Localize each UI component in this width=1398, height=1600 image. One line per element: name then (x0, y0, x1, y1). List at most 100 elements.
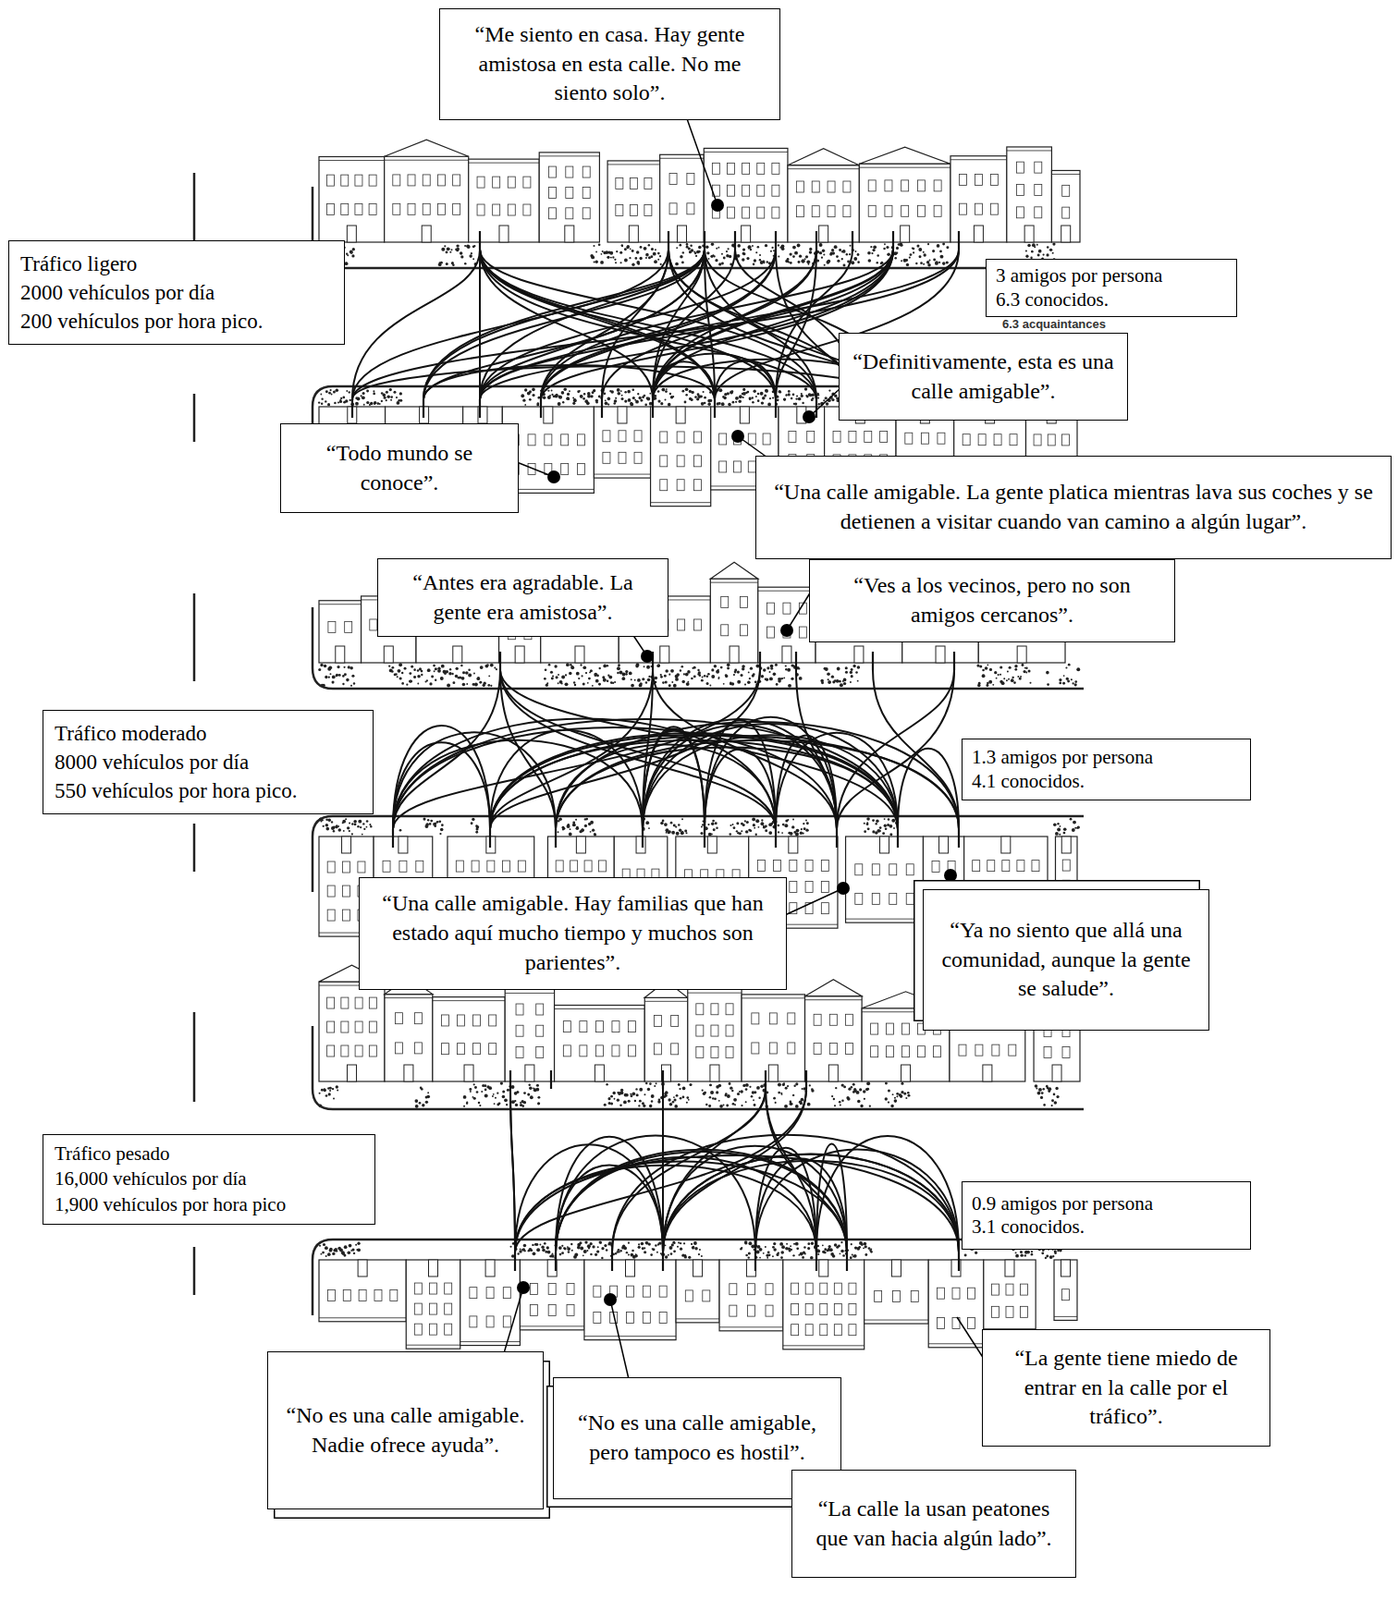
house-window (742, 162, 750, 174)
hedge-dot (485, 664, 490, 669)
house-window (660, 455, 668, 467)
hedge-dot (363, 828, 366, 831)
hedge-dot (749, 666, 753, 670)
hedge-dot (344, 261, 349, 266)
hedge-dot (401, 682, 405, 686)
hedge-dot (919, 255, 922, 258)
house-door (676, 225, 687, 243)
hedge-dot (572, 823, 577, 828)
house-window (772, 207, 780, 219)
hedge-dot (663, 822, 668, 827)
hedge-dot (893, 827, 896, 830)
hedge-dot (493, 666, 496, 669)
hedge-dot (872, 245, 877, 249)
hedge-dot (335, 389, 340, 393)
house-facade (1006, 147, 1053, 243)
house-window (871, 864, 880, 876)
hedge-dot (624, 258, 628, 263)
hedge-dot (645, 253, 650, 258)
house-window (414, 1283, 422, 1295)
house-window (390, 1289, 398, 1301)
house-window (327, 885, 335, 897)
hedge-dot (1053, 822, 1057, 827)
house-window (441, 1015, 449, 1027)
house-facade (805, 996, 863, 1082)
hedge-dot (1052, 242, 1055, 246)
hedge-dot (827, 678, 830, 681)
hedge-dot (878, 830, 881, 833)
hedge-dot (331, 821, 333, 823)
house-window (602, 430, 611, 442)
hedge-dot (361, 833, 364, 836)
hedge-dot (919, 261, 923, 265)
house-window (341, 1045, 349, 1057)
house-cornice (1051, 173, 1080, 175)
hedge-dot (903, 258, 908, 263)
hedge-dot (855, 671, 859, 675)
hedge-dot (794, 251, 798, 256)
hedge-dot (832, 680, 835, 684)
hedge-dot (883, 824, 887, 828)
house-window (565, 208, 574, 220)
hedge-dot (667, 832, 671, 835)
hedge-dot (425, 822, 430, 827)
hedge-dot (761, 396, 766, 401)
hedge-dot (1056, 828, 1061, 833)
hedge-dot (721, 253, 724, 256)
hedge-dot (876, 261, 879, 264)
hedge-dot (582, 665, 587, 670)
hedge-dot (408, 679, 412, 683)
house-window (544, 434, 552, 446)
house-window (962, 434, 970, 446)
hedge-dot (800, 258, 805, 263)
hedge-dot (802, 822, 805, 825)
hedge-dot (353, 682, 356, 685)
hedge-dot (922, 263, 925, 266)
hedge-dot (342, 396, 345, 400)
house-window (644, 204, 652, 216)
house-window (978, 434, 986, 446)
house-door (1061, 225, 1071, 243)
hedge-dot (721, 402, 725, 406)
house-window (694, 455, 702, 467)
house-window (615, 204, 624, 216)
house-facade (787, 165, 859, 243)
hedge-dot (706, 251, 710, 255)
hedge-dot (681, 390, 685, 393)
hedge-dot (1056, 822, 1059, 825)
hedge-dot (801, 259, 806, 264)
hedge-dot (472, 257, 475, 260)
hedge-dot (763, 393, 767, 397)
hedge-dot (602, 392, 606, 395)
hedge-dot (598, 394, 601, 398)
hedge-dot (797, 397, 802, 402)
hedge-dot (1025, 255, 1029, 258)
hedge-dot (359, 826, 362, 829)
hedge-dot (590, 255, 595, 259)
hedge-dot (616, 666, 621, 671)
house-window (593, 1312, 601, 1324)
house-window (343, 885, 351, 897)
house-window (820, 1324, 828, 1337)
hedge-dot (376, 402, 380, 405)
hedge-dot (1022, 670, 1026, 674)
house-window (529, 1283, 538, 1295)
house-window (855, 864, 863, 876)
hedge-dot (808, 263, 810, 266)
hedge-dot (668, 674, 671, 676)
hedge-dot (648, 244, 650, 246)
hedge-dot (769, 676, 773, 681)
hedge-dot (427, 819, 430, 822)
hedge-dot (939, 250, 943, 254)
hedge-dot (357, 820, 362, 824)
house-window (473, 1043, 481, 1055)
hedge-dot (674, 262, 679, 267)
hedge-dot (667, 403, 672, 407)
hedge-dot (755, 819, 760, 823)
house-facade (928, 1260, 984, 1349)
hedge-dot (1036, 244, 1039, 246)
hedge-dot (1007, 678, 1010, 681)
hedge-dot (900, 259, 903, 262)
hedge-dot (405, 684, 408, 687)
hedge-dot (573, 823, 577, 827)
